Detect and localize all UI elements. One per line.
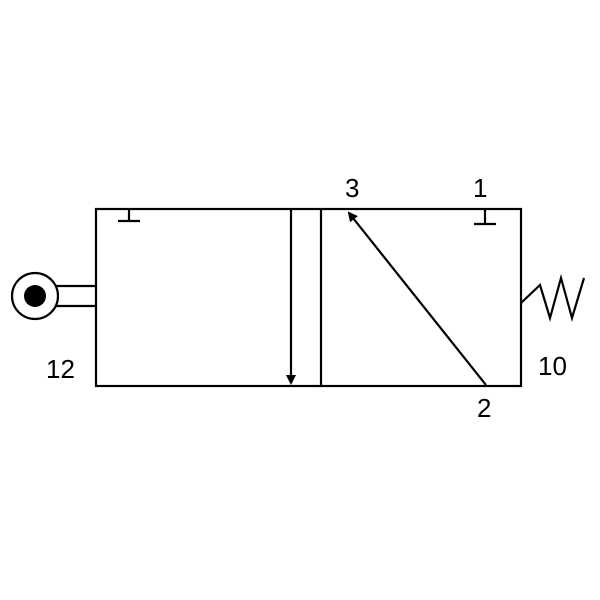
roller-icon (10, 271, 96, 321)
port-label-3: 3 (345, 173, 359, 203)
right-envelope-blocked-port (474, 209, 496, 226)
port-label-12: 12 (46, 354, 75, 384)
valve-body (94, 207, 523, 388)
right-envelope-flow-arrow (347, 211, 487, 386)
port-label-2: 2 (477, 393, 491, 423)
spring-icon (520, 273, 586, 322)
port-label-10: 10 (538, 351, 567, 381)
left-envelope-blocked-port (118, 209, 140, 223)
port-label-1: 1 (473, 173, 487, 203)
